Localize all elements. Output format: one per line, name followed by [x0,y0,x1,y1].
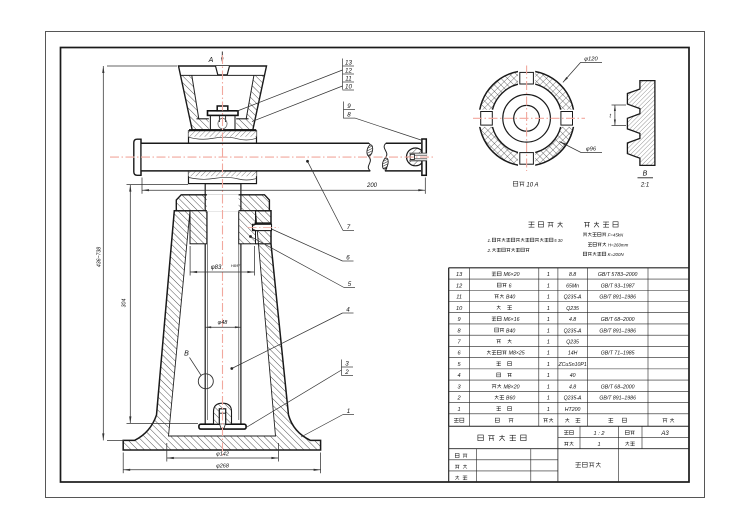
svg-text:HT200: HT200 [565,407,581,413]
svg-text:1: 1 [347,408,350,415]
svg-text:9: 9 [458,317,461,323]
svg-text:1: 1 [547,317,550,323]
svg-text:1: 1 [547,362,550,368]
svg-text:φ83: φ83 [211,265,222,271]
svg-text:10 A: 10 A [526,183,538,189]
svg-text:6: 6 [509,283,512,289]
svg-text:6: 6 [346,255,350,262]
svg-text:13: 13 [345,59,352,66]
svg-text:5: 5 [348,281,352,288]
svg-text:ZCuSn10P1: ZCuSn10P1 [557,362,586,368]
svg-text:200: 200 [366,183,378,189]
svg-text:4: 4 [346,307,350,314]
svg-text:M8×20: M8×20 [503,384,519,390]
svg-text:M6×16: M6×16 [503,317,519,323]
svg-text:B60: B60 [506,396,515,402]
svg-text:K=200N: K=200N [608,252,625,257]
svg-text:1: 1 [458,407,461,413]
svg-text:B40: B40 [506,328,515,334]
svg-text:φ96: φ96 [586,147,597,153]
svg-text:4.8: 4.8 [569,384,576,390]
svg-text:Q235: Q235 [566,339,579,345]
svg-text:6: 6 [458,351,462,357]
svg-text:H=260mm: H=260mm [608,243,629,248]
svg-text:GB/T 891–1986: GB/T 891–1986 [599,396,636,402]
svg-text:GB/T 93–1987: GB/T 93–1987 [601,283,636,289]
svg-text:1: 1 [547,339,550,345]
svg-text:1: 1 [547,328,550,334]
svg-text:5 30: 5 30 [554,238,563,243]
svg-text:14H: 14H [568,351,578,357]
svg-text:11: 11 [456,295,462,301]
svg-text:B: B [643,171,648,178]
svg-text:B: B [184,351,189,358]
svg-text:Q235-A: Q235-A [564,396,582,402]
svg-text:GB/T 68–2000: GB/T 68–2000 [601,317,635,323]
svg-text:Q235-A: Q235-A [564,328,582,334]
svg-text:A3: A3 [660,431,669,437]
svg-text:8: 8 [458,328,462,334]
svg-text:436~738: 436~738 [97,247,103,267]
svg-text:2.: 2. [487,248,492,253]
svg-text:13: 13 [456,272,463,278]
svg-text:9: 9 [347,103,351,110]
svg-text:GB/T 68–2000: GB/T 68–2000 [601,384,635,390]
svg-text:M6×20: M6×20 [503,272,519,278]
svg-text:GB/T 5783–2000: GB/T 5783–2000 [598,272,638,278]
svg-text:1 : 2: 1 : 2 [594,431,606,437]
svg-text:65Mn: 65Mn [566,283,579,289]
svg-text:7: 7 [458,339,462,345]
svg-text:3: 3 [458,384,462,390]
svg-text:8: 8 [347,112,351,119]
svg-text:11: 11 [345,75,351,82]
svg-text:F=45kN: F=45kN [608,233,624,238]
svg-text:GB/T 891–1986: GB/T 891–1986 [599,295,636,301]
svg-text:M8×25: M8×25 [509,351,525,357]
svg-text:φ120: φ120 [584,57,598,63]
svg-text:2: 2 [344,369,349,376]
svg-text:t: t [610,114,612,120]
svg-text:1: 1 [547,373,550,379]
svg-text:1: 1 [547,396,550,402]
svg-text:φ142: φ142 [216,452,229,458]
svg-text:2:1: 2:1 [640,183,649,189]
svg-text:304: 304 [122,299,128,308]
svg-text:2: 2 [457,396,462,402]
svg-text:1: 1 [547,351,550,357]
svg-text:H8/f7: H8/f7 [231,264,241,268]
svg-text:1: 1 [547,384,550,390]
svg-text:1: 1 [547,283,550,289]
svg-text:1: 1 [547,272,550,278]
svg-text:12: 12 [456,283,463,289]
svg-text:φ268: φ268 [216,463,230,469]
svg-text:1: 1 [597,442,600,448]
svg-text:B40: B40 [506,295,515,301]
svg-text:1: 1 [547,306,550,312]
svg-text:Q235: Q235 [566,306,579,312]
svg-text:1.: 1. [488,238,492,243]
svg-text:4.8: 4.8 [569,317,576,323]
svg-text:GB/T 71–1985: GB/T 71–1985 [601,351,635,357]
svg-text:GB/T 891–1986: GB/T 891–1986 [599,328,636,334]
svg-text:5: 5 [458,362,462,368]
svg-text:12: 12 [345,67,352,74]
svg-text:40: 40 [570,373,576,379]
svg-text:A: A [208,57,214,64]
svg-text:10: 10 [456,306,463,312]
svg-text:1: 1 [547,407,550,413]
svg-text:Q235-A: Q235-A [564,295,582,301]
svg-text:7: 7 [347,224,351,231]
svg-text:4: 4 [458,373,461,379]
svg-text:3: 3 [345,360,349,367]
svg-text:8.8: 8.8 [569,272,576,278]
svg-text:10: 10 [345,83,352,90]
svg-text:1: 1 [547,295,550,301]
svg-text:φ48: φ48 [218,320,229,326]
